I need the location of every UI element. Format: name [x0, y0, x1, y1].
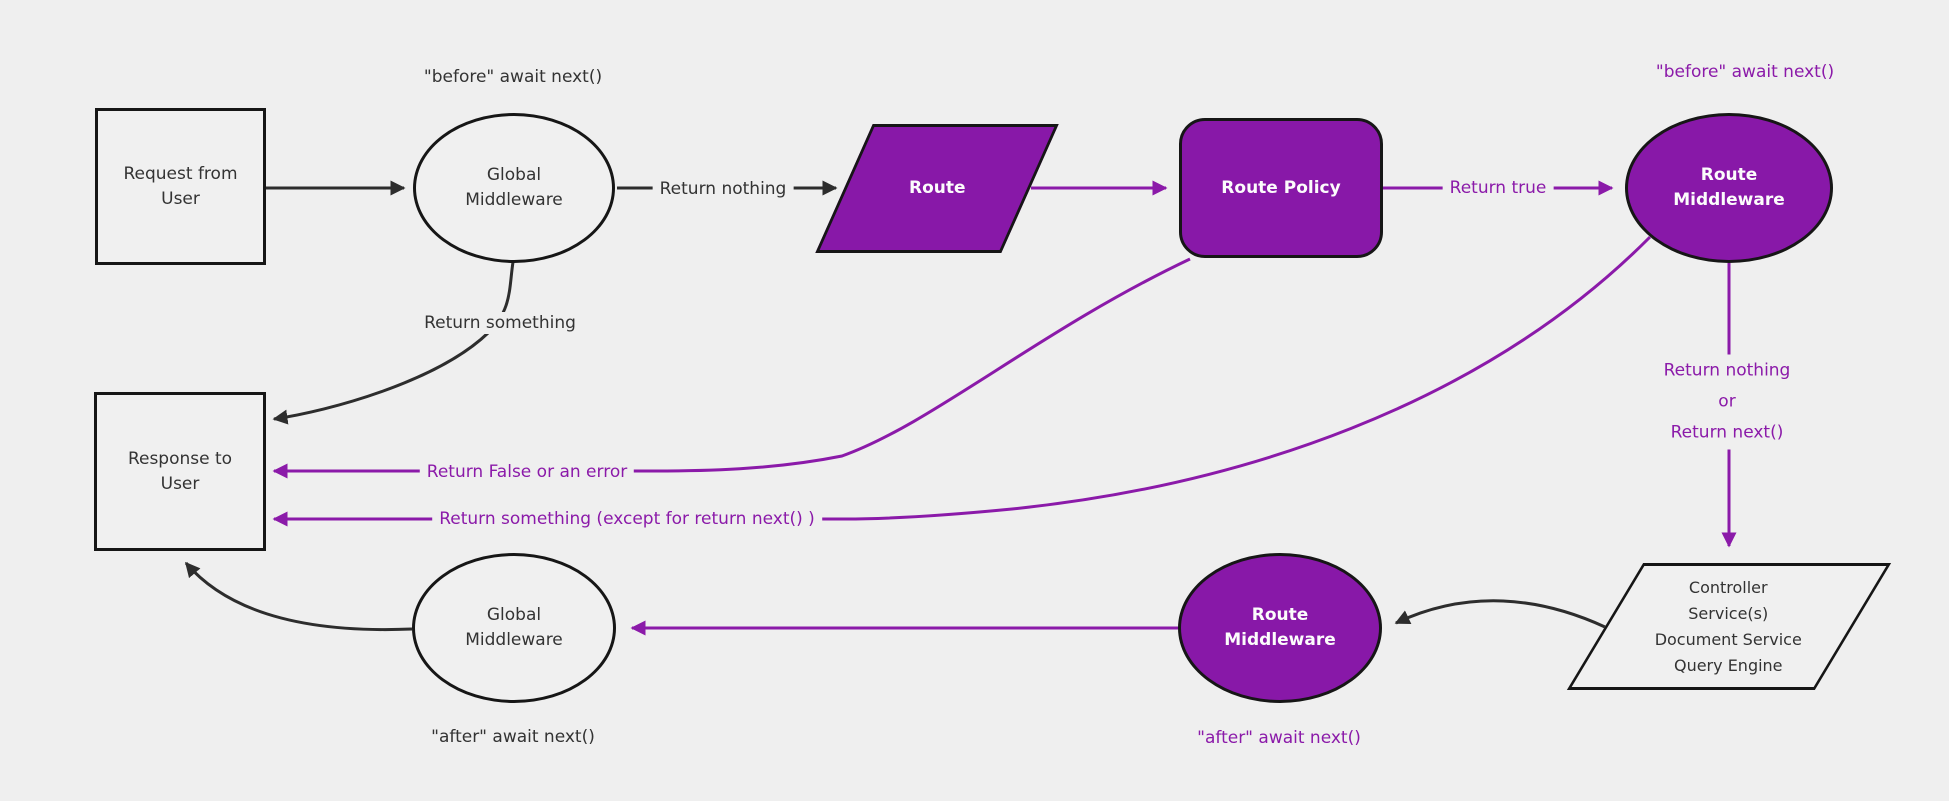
after-await-next-purple-label: "after" await next(): [1197, 728, 1361, 748]
controller-stack-label-line3: Document Service: [1655, 629, 1803, 649]
global-middleware-top-label-line1: Global: [486, 165, 542, 185]
return-nothing-or-next-line2: or: [1718, 391, 1736, 412]
route-middleware-top-label-line2: Middleware: [1673, 190, 1785, 210]
return-true-label: Return true: [1442, 177, 1554, 199]
route-policy-label: Route Policy: [1221, 177, 1341, 198]
edge-controller-to-route-middleware-bottom: [1394, 599, 1606, 629]
return-false-or-error-label: Return False or an error: [419, 461, 635, 483]
after-await-next-black-label: "after" await next(): [431, 727, 595, 747]
before-await-next-black-label: "before" await next(): [423, 67, 603, 87]
route-label: Route: [908, 178, 966, 198]
controller-stack-label-line1: Controller: [1689, 577, 1769, 597]
edge-route-policy-to-response: [272, 257, 1191, 479]
response-to-user-label-line1: Response to: [127, 448, 233, 469]
route-middleware-top-node: Route Middleware: [1625, 113, 1833, 263]
return-nothing-or-next-line3: Return next(): [1670, 422, 1784, 443]
edge-global-middleware-top-to-response: [272, 261, 515, 425]
response-to-user-label-line2: User: [160, 473, 200, 494]
request-from-user-label-line1: Request from: [123, 163, 238, 184]
global-middleware-top-node: Global Middleware: [413, 113, 615, 263]
return-nothing-label: Return nothing: [652, 178, 794, 200]
global-middleware-bottom-label-line1: Global: [486, 605, 542, 625]
response-to-user-node: Response to User: [94, 392, 266, 551]
global-middleware-top-label-line2: Middleware: [465, 190, 563, 210]
global-middleware-bottom-label-line2: Middleware: [465, 630, 563, 650]
global-middleware-bottom-node: Global Middleware: [412, 553, 616, 703]
controller-stack-label-line2: Service(s): [1689, 603, 1769, 623]
return-something-label: Return something: [417, 312, 583, 334]
return-something-except-label: Return something (except for return next…: [432, 508, 822, 530]
before-await-next-purple-label: "before" await next(): [1655, 62, 1835, 82]
request-from-user-node: Request from User: [95, 108, 266, 265]
route-policy-node: Route Policy: [1179, 118, 1383, 258]
return-nothing-or-next-label: Return nothing or Return next(): [1656, 354, 1798, 450]
request-from-user-label-line2: User: [161, 188, 200, 209]
edge-global-middleware-bottom-to-response: [184, 561, 413, 632]
route-middleware-bottom-label-line1: Route: [1251, 605, 1309, 625]
edge-route-middleware-top-to-response: [272, 235, 1652, 527]
route-middleware-top-label-line1: Route: [1700, 165, 1758, 185]
route-middleware-bottom-label-line2: Middleware: [1224, 630, 1336, 650]
controller-stack-label-line4: Query Engine: [1674, 655, 1784, 675]
return-nothing-or-next-line1: Return nothing: [1663, 360, 1791, 381]
route-middleware-bottom-node: Route Middleware: [1178, 553, 1382, 703]
